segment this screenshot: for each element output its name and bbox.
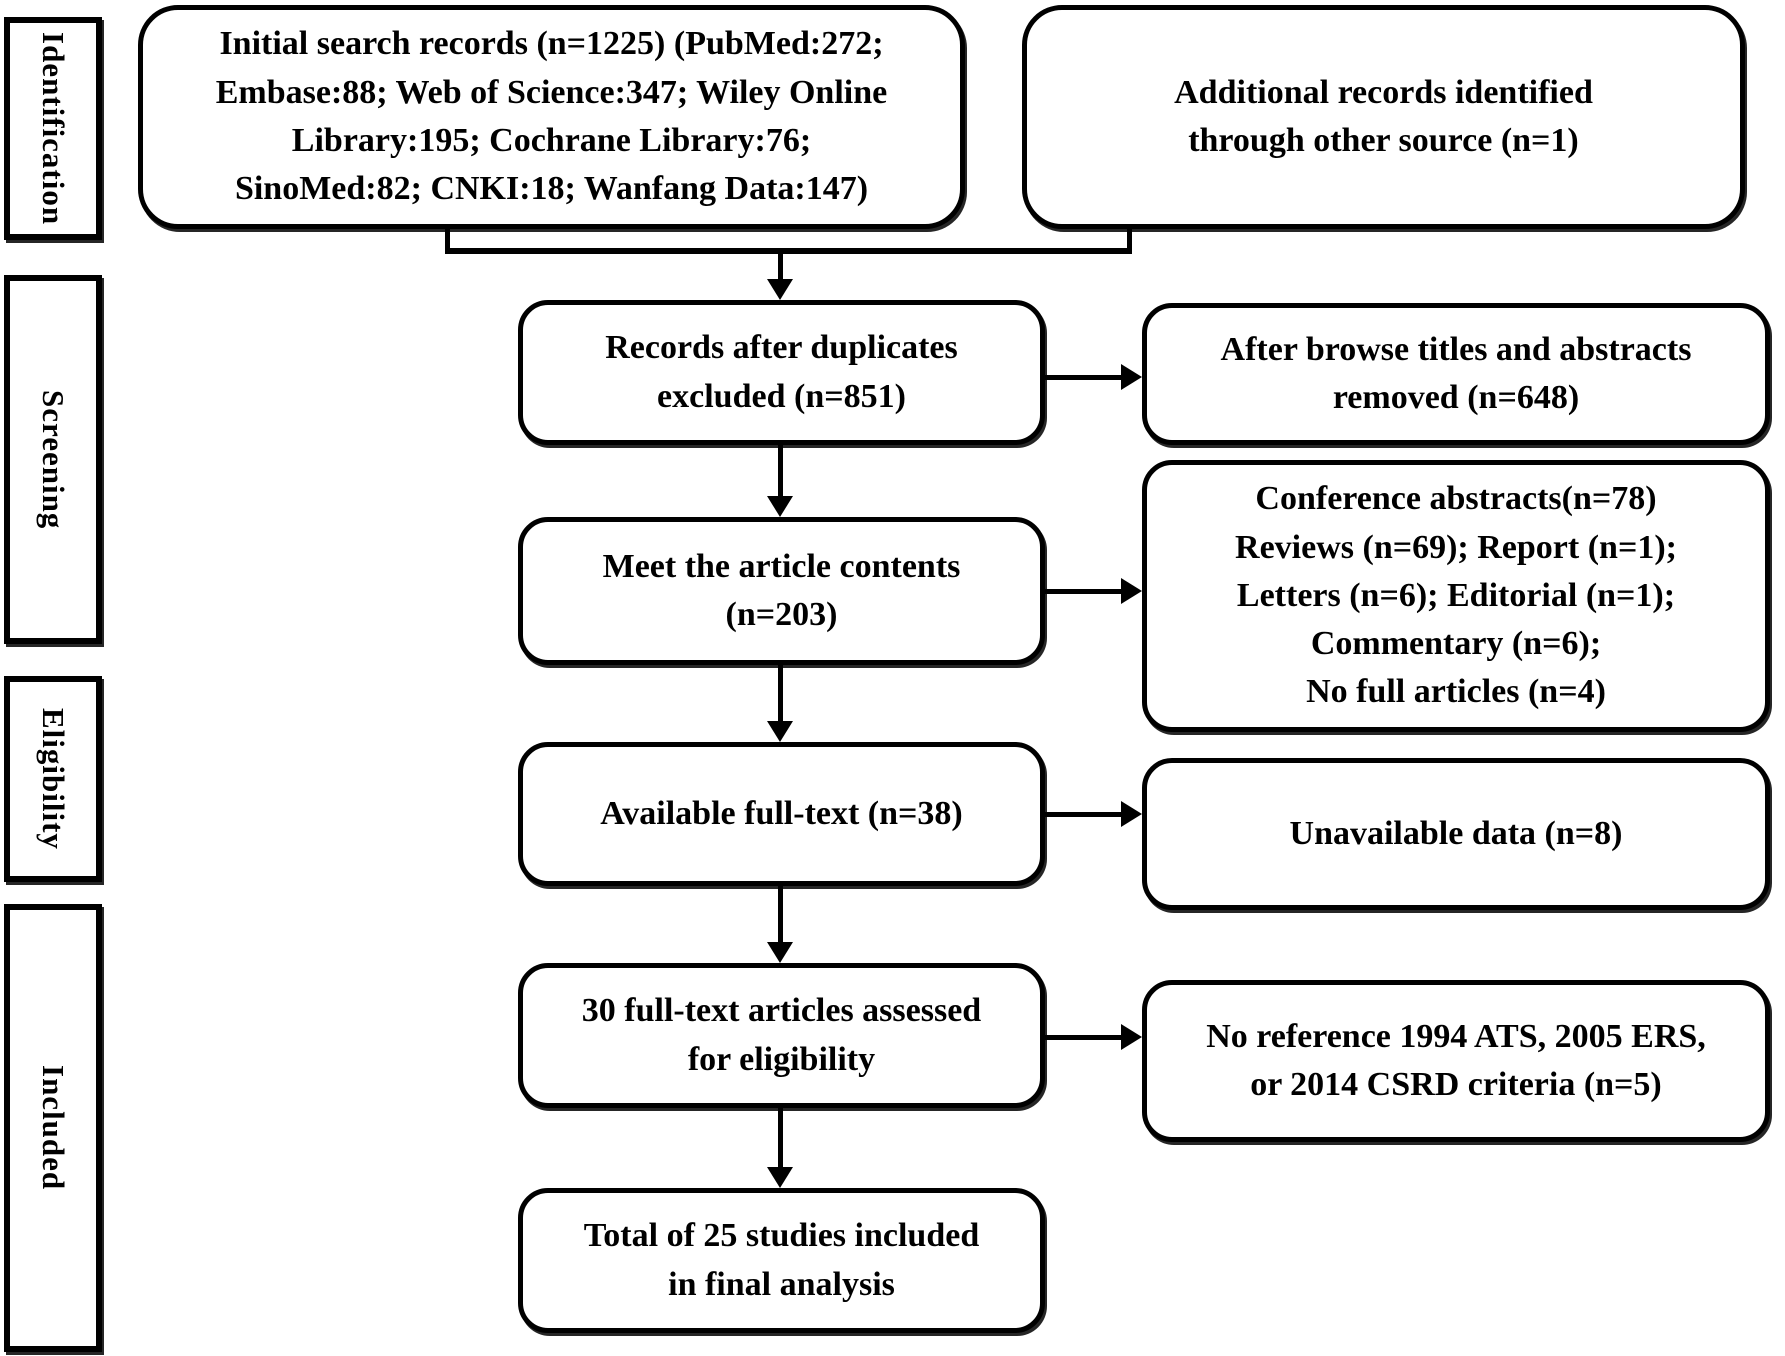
connector-bracket-horizontal [445, 248, 1132, 254]
flow-box-records-after-duplicates: Records after duplicates excluded (n=851… [518, 300, 1045, 445]
flow-box-no-reference-criteria: No reference 1994 ATS, 2005 ERS, or 2014… [1142, 980, 1770, 1142]
stage-label-identification: Identification [36, 31, 71, 226]
connector-bracket-right [1127, 227, 1132, 253]
stage-label-eligibility: Eligibility [36, 708, 71, 850]
stage-box-included: Included [4, 904, 102, 1352]
flow-box-total-included: Total of 25 studies included in final an… [518, 1188, 1045, 1333]
flow-box-additional-records: Additional records identified through ot… [1022, 5, 1745, 229]
stage-label-screening: Screening [36, 389, 71, 530]
arrowhead-assessed-to-noreference [1121, 1024, 1142, 1050]
flow-box-excluded-reasons: Conference abstracts(n=78) Reviews (n=69… [1142, 460, 1770, 732]
arrowhead-assessed-to-included [767, 1167, 793, 1188]
stage-label-included: Included [36, 1065, 71, 1191]
arrowhead-contents-to-excluded [1121, 578, 1142, 604]
arrowhead-duplicates-to-removed [1121, 364, 1142, 390]
stage-box-identification: Identification [4, 17, 102, 240]
arrowhead-fulltext-to-unavailable [1121, 801, 1142, 827]
arrow-contents-to-excluded [1045, 589, 1124, 594]
stage-box-screening: Screening [4, 275, 102, 644]
arrow-fulltext-to-unavailable [1045, 812, 1124, 817]
arrow-duplicates-to-contents [778, 445, 783, 497]
arrow-merge-to-duplicates [778, 252, 783, 280]
arrowhead-merge-to-duplicates [767, 279, 793, 300]
arrow-fulltext-to-assessed [778, 886, 783, 943]
arrow-assessed-to-included [778, 1108, 783, 1168]
flow-box-available-fulltext: Available full-text (n=38) [518, 742, 1045, 886]
flow-box-initial-search-records: Initial search records (n=1225) (PubMed:… [138, 5, 965, 229]
flow-box-fulltext-assessed: 30 full-text articles assessed for eligi… [518, 963, 1045, 1108]
arrow-assessed-to-noreference [1045, 1035, 1124, 1040]
arrow-contents-to-fulltext [778, 665, 783, 722]
stage-box-eligibility: Eligibility [4, 676, 102, 882]
flow-box-unavailable-data: Unavailable data (n=8) [1142, 758, 1770, 910]
arrowhead-contents-to-fulltext [767, 721, 793, 742]
arrowhead-duplicates-to-contents [767, 496, 793, 517]
flow-box-titles-abstracts-removed: After browse titles and abstracts remove… [1142, 303, 1770, 445]
flow-box-meet-article-contents: Meet the article contents (n=203) [518, 517, 1045, 665]
connector-bracket-left [445, 227, 450, 253]
arrow-duplicates-to-removed [1045, 375, 1124, 380]
arrowhead-fulltext-to-assessed [767, 942, 793, 963]
